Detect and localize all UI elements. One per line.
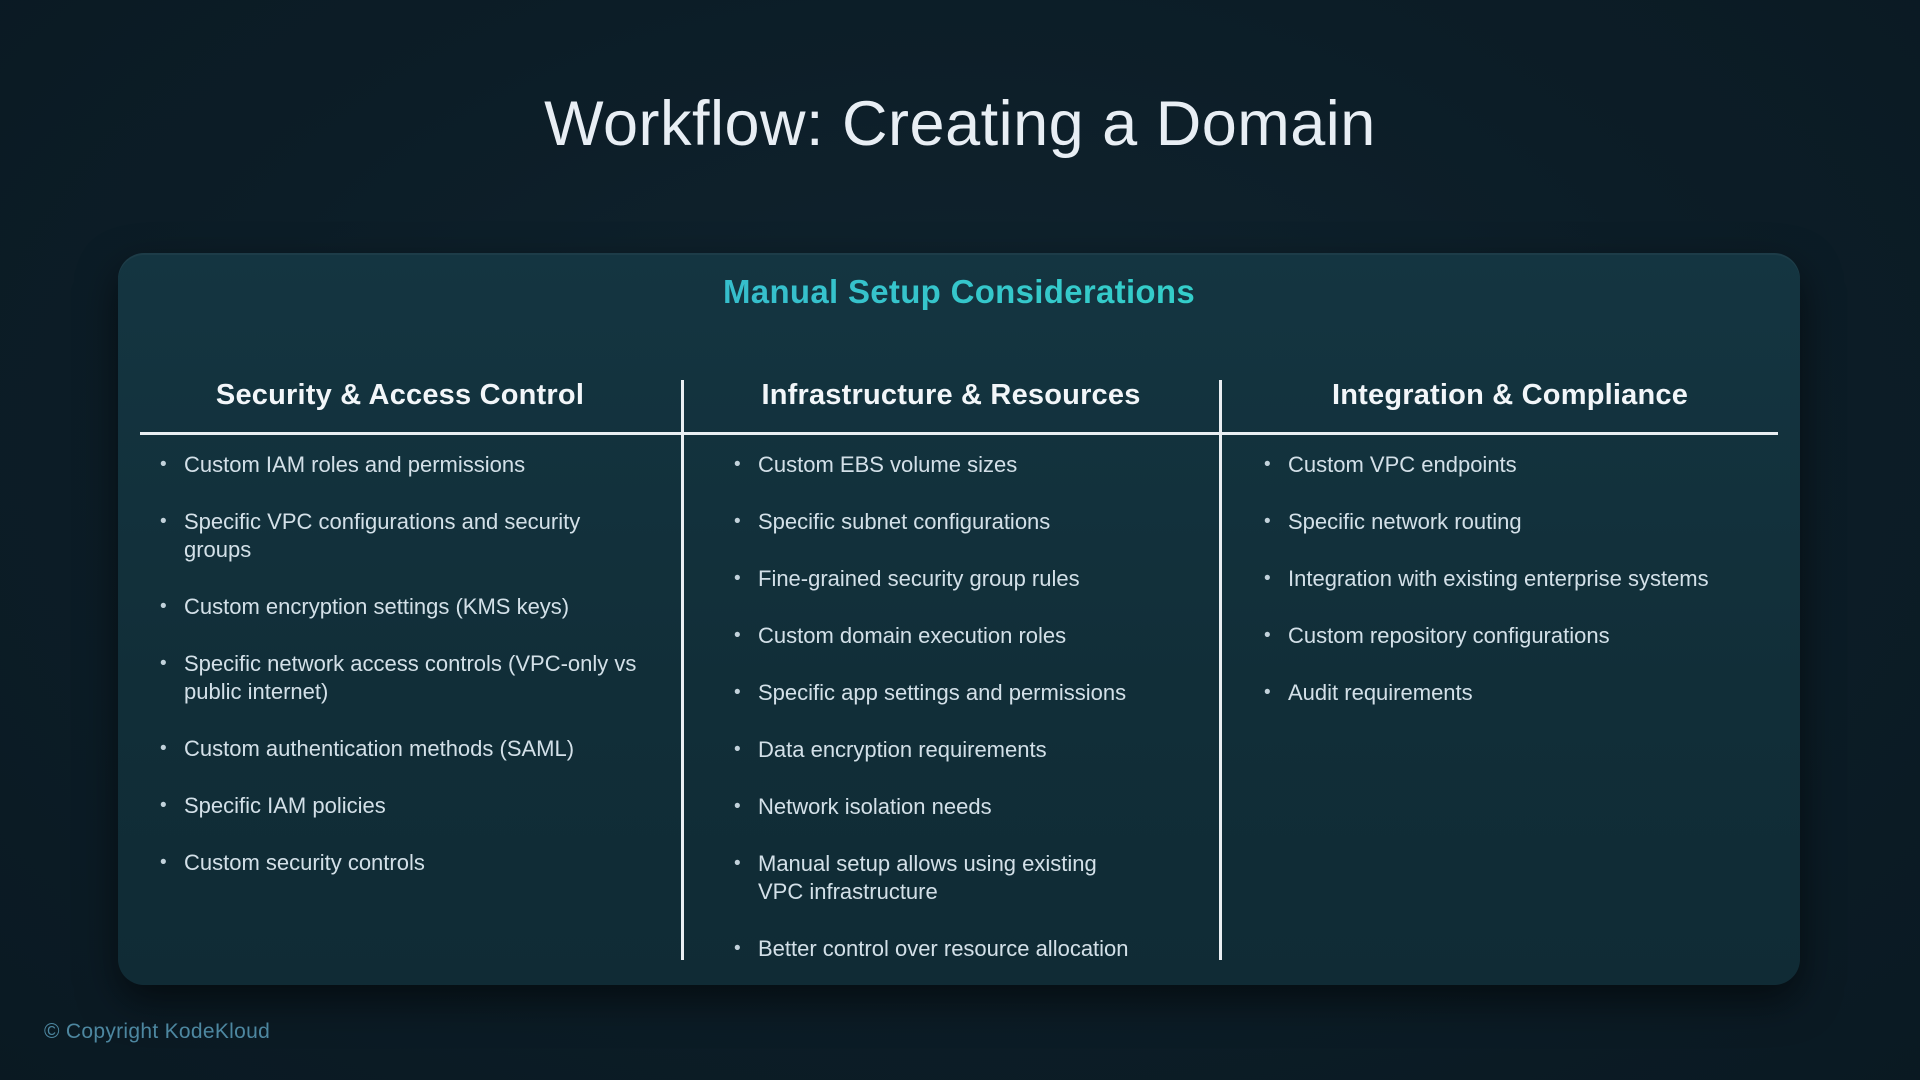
- column-header-security: Security & Access Control: [215, 379, 585, 411]
- considerations-panel: Manual Setup Considerations Security & A…: [118, 253, 1800, 985]
- column-header-infrastructure: Infrastructure & Resources: [761, 379, 1141, 411]
- column-security: Custom IAM roles and permissions Specifi…: [118, 451, 682, 992]
- bullet-item: Better control over resource allocation: [732, 935, 1174, 963]
- panel-title: Manual Setup Considerations: [118, 273, 1800, 311]
- bullet-item: Integration with existing enterprise sys…: [1262, 565, 1770, 593]
- bullet-item: Specific subnet configurations: [732, 508, 1174, 536]
- columns-body: Custom IAM roles and permissions Specifi…: [118, 451, 1800, 992]
- bullet-item: Custom security controls: [158, 849, 642, 877]
- bullet-item: Custom encryption settings (KMS keys): [158, 593, 642, 621]
- bullet-item: Data encryption requirements: [732, 736, 1174, 764]
- bullet-item: Custom IAM roles and permissions: [158, 451, 642, 479]
- bullet-item: Custom EBS volume sizes: [732, 451, 1174, 479]
- bullet-list-security: Custom IAM roles and permissions Specifi…: [118, 451, 682, 877]
- bullet-item: Specific VPC configurations and security…: [158, 508, 642, 564]
- column-integration: Custom VPC endpoints Specific network ro…: [1220, 451, 1800, 992]
- bullet-item: Fine-grained security group rules: [732, 565, 1174, 593]
- slide-title: Workflow: Creating a Domain: [544, 89, 1376, 159]
- bullet-item: Custom domain execution roles: [732, 622, 1174, 650]
- column-divider-1: [681, 380, 684, 960]
- bullet-item: Custom authentication methods (SAML): [158, 735, 642, 763]
- bullet-item: Custom repository configurations: [1262, 622, 1770, 650]
- bullet-list-integration: Custom VPC endpoints Specific network ro…: [1220, 451, 1800, 707]
- bullet-item: Audit requirements: [1262, 679, 1770, 707]
- bullet-item: Specific IAM policies: [158, 792, 642, 820]
- bullet-item: Manual setup allows using existing VPC i…: [732, 850, 1174, 906]
- bullet-item: Network isolation needs: [732, 793, 1174, 821]
- column-divider-2: [1219, 380, 1222, 960]
- columns-header-row: Security & Access Control Infrastructure…: [118, 379, 1800, 412]
- bullet-item: Specific network access controls (VPC-on…: [158, 650, 642, 706]
- bullet-list-infrastructure: Custom EBS volume sizes Specific subnet …: [682, 451, 1220, 963]
- bullet-item: Specific network routing: [1262, 508, 1770, 536]
- column-infrastructure: Custom EBS volume sizes Specific subnet …: [682, 451, 1220, 992]
- bullet-item: Specific app settings and permissions: [732, 679, 1174, 707]
- bullet-item: Custom VPC endpoints: [1262, 451, 1770, 479]
- copyright-footer: © Copyright KodeKloud: [44, 1020, 271, 1043]
- column-header-integration: Integration & Compliance: [1331, 379, 1689, 411]
- header-underline: [140, 432, 1778, 435]
